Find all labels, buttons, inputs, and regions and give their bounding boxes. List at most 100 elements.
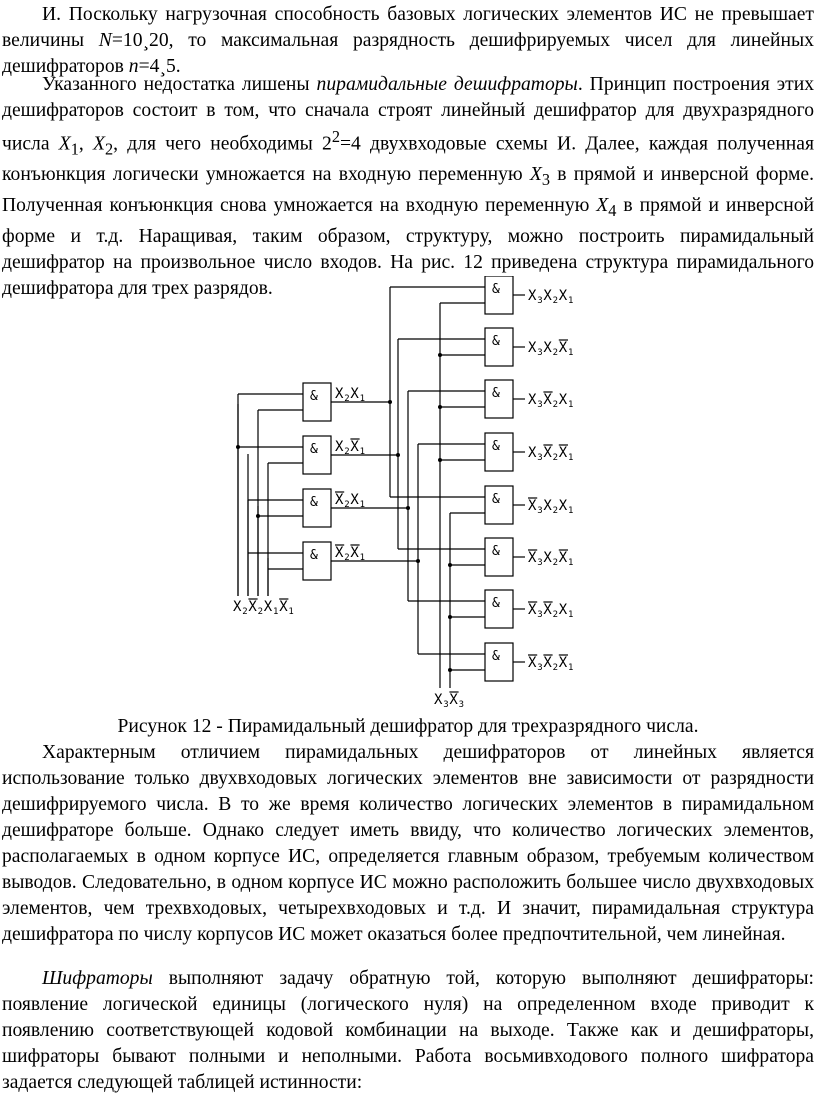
p2-sub-x1: 1: [70, 139, 79, 159]
input-labels-left-sub-3: 1: [288, 607, 293, 617]
p1-var-n2: n: [128, 56, 139, 77]
stage2-label-2-var-2: X: [559, 340, 568, 356]
junction-dot: [438, 405, 442, 409]
stage2-label-3-sub-1: 2: [553, 400, 558, 410]
stage2-and-gate-3-symbol: &: [492, 386, 500, 401]
stage1-label-1-var-1: X: [350, 386, 359, 402]
stage2-and-gate-5-symbol: &: [492, 492, 500, 507]
stage2-label-5-sub-1: 2: [553, 506, 558, 516]
p2-var-x1: X: [58, 133, 71, 155]
p2-text-a: Указанного недостатка лишены: [42, 74, 317, 95]
input-labels-left-var-3: X: [279, 599, 288, 615]
stage2-label-3-var-2: X: [559, 392, 568, 408]
stage1-and-gate-4: [302, 541, 332, 581]
stage2-label-1-var-0: X: [528, 288, 537, 304]
p2-var-x3: X: [529, 164, 542, 186]
stage2-label-6-var-2: X: [559, 550, 568, 566]
p2-text-f: в прямой и инверсной форме и т.д. Наращи…: [2, 195, 814, 300]
p1-text-c: =4¸5.: [138, 56, 181, 77]
input-labels-bottom-var-0: X: [434, 692, 443, 708]
p2-text-e: в прямой и инверсной форме. Полученная к…: [2, 164, 814, 217]
stage1-label-4-var-1: X: [350, 545, 359, 561]
stage2-and-gate-8: [484, 642, 514, 682]
junction-dot: [406, 506, 410, 510]
stage2-and-gate-4-symbol: &: [492, 439, 500, 454]
stage2-label-7-sub-2: 1: [568, 610, 573, 620]
junction-dot: [438, 353, 442, 357]
stage1-and-gate-1: [302, 382, 332, 422]
stage2-label-1-sub-2: 1: [568, 296, 573, 306]
junction-dot: [448, 668, 452, 672]
junction-dot: [448, 615, 452, 619]
stage2-label-2-var-1: X: [543, 340, 552, 356]
junction-dot: [256, 514, 260, 518]
p1-var-n: N: [98, 30, 112, 51]
p2-sep: ,: [78, 133, 93, 155]
stage2-and-gate-4: [484, 432, 514, 472]
stage2-label-1-var-2: X: [559, 288, 568, 304]
stage1-label-2-sub-1: 1: [360, 447, 365, 457]
junction-dot: [236, 445, 240, 449]
stage2-and-gate-1-symbol: &: [492, 282, 500, 297]
stage2-label-6-sub-1: 2: [553, 558, 558, 568]
stage2-and-gate-6: [484, 537, 514, 577]
stage2-label-4-sub-2: 1: [568, 453, 573, 463]
stage2-label-2-var-0: X: [528, 340, 537, 356]
junction-dot: [448, 563, 452, 567]
stage2-label-5-var-2: X: [559, 498, 568, 514]
stage2-label-8-sub-2: 1: [568, 663, 573, 673]
stage1-label-4-sub-1: 1: [360, 553, 365, 563]
stage1-label-3-sub-0: 2: [344, 500, 349, 510]
stage2-label-5-var-0: X: [528, 498, 537, 514]
stage2-label-6-var-1: X: [543, 550, 552, 566]
stage2-label-5-sub-2: 1: [568, 506, 573, 516]
paragraph-3: Характерным отличием пирамидальных дешиф…: [2, 742, 814, 945]
stage1-label-3-var-0: X: [335, 492, 344, 508]
p2-sub-x4: 4: [608, 201, 617, 221]
junction-dot: [438, 458, 442, 462]
stage2-label-7-var-1: X: [543, 602, 552, 618]
stage1-label-3-var-1: X: [350, 492, 359, 508]
input-labels-bottom-sub-0: 3: [443, 700, 448, 710]
input-labels-left-sub-1: 2: [258, 607, 263, 617]
stage2-label-8-sub-0: 3: [537, 663, 542, 673]
stage1-and-gate-1-symbol: &: [310, 389, 318, 404]
p2-text-c: , для чего необходимы 2: [113, 133, 332, 155]
stage2-and-gate-7: [484, 589, 514, 629]
stage2-label-8-sub-1: 2: [553, 663, 558, 673]
stage2-label-3-sub-2: 1: [568, 400, 573, 410]
junction-dot: [388, 400, 392, 404]
stage2-label-1-sub-0: 3: [537, 296, 542, 306]
p2-sub-x3: 3: [541, 170, 550, 190]
stage2-and-gate-8-symbol: &: [492, 649, 500, 664]
input-labels-bottom-var-1: X: [449, 692, 458, 708]
junction-dot: [416, 559, 420, 563]
stage2-label-8-var-2: X: [559, 655, 568, 671]
stage2-label-6-sub-0: 3: [537, 558, 542, 568]
stage2-and-gate-6-symbol: &: [492, 544, 500, 559]
stage2-label-1-var-1: X: [543, 288, 552, 304]
stage2-label-4-var-0: X: [528, 445, 537, 461]
stage1-label-3-sub-1: 1: [360, 500, 365, 510]
input-labels-left-var-0: X: [233, 599, 242, 615]
stage2-label-7-sub-1: 2: [553, 610, 558, 620]
stage1-label-4-var-0: X: [335, 545, 344, 561]
input-labels-bottom-sub-1: 3: [459, 700, 464, 710]
stage2-label-2-sub-1: 2: [553, 348, 558, 358]
stage2-and-gate-2: [484, 327, 514, 367]
p1-text-b: =10¸20, то максимальная разрядность деши…: [2, 30, 814, 77]
stage2-label-6-sub-2: 1: [568, 558, 573, 568]
p1-text-a: И. Поскольку нагрузочная способность баз…: [2, 4, 814, 51]
input-labels-left-sub-0: 2: [242, 607, 247, 617]
p2-var-x2: X: [92, 133, 105, 155]
stage1-and-gate-2: [302, 435, 332, 475]
stage2-and-gate-5: [484, 485, 514, 525]
stage2-label-2-sub-0: 3: [537, 348, 542, 358]
stage1-label-1-var-0: X: [335, 386, 344, 402]
p2-var-x4: X: [596, 195, 609, 217]
p2-text-b: . Принцип построения этих дешифраторов с…: [2, 74, 814, 155]
stage2-label-3-var-0: X: [528, 392, 537, 408]
paragraph-4: Шифраторы выполняют задачу обратную той,…: [2, 966, 814, 1096]
